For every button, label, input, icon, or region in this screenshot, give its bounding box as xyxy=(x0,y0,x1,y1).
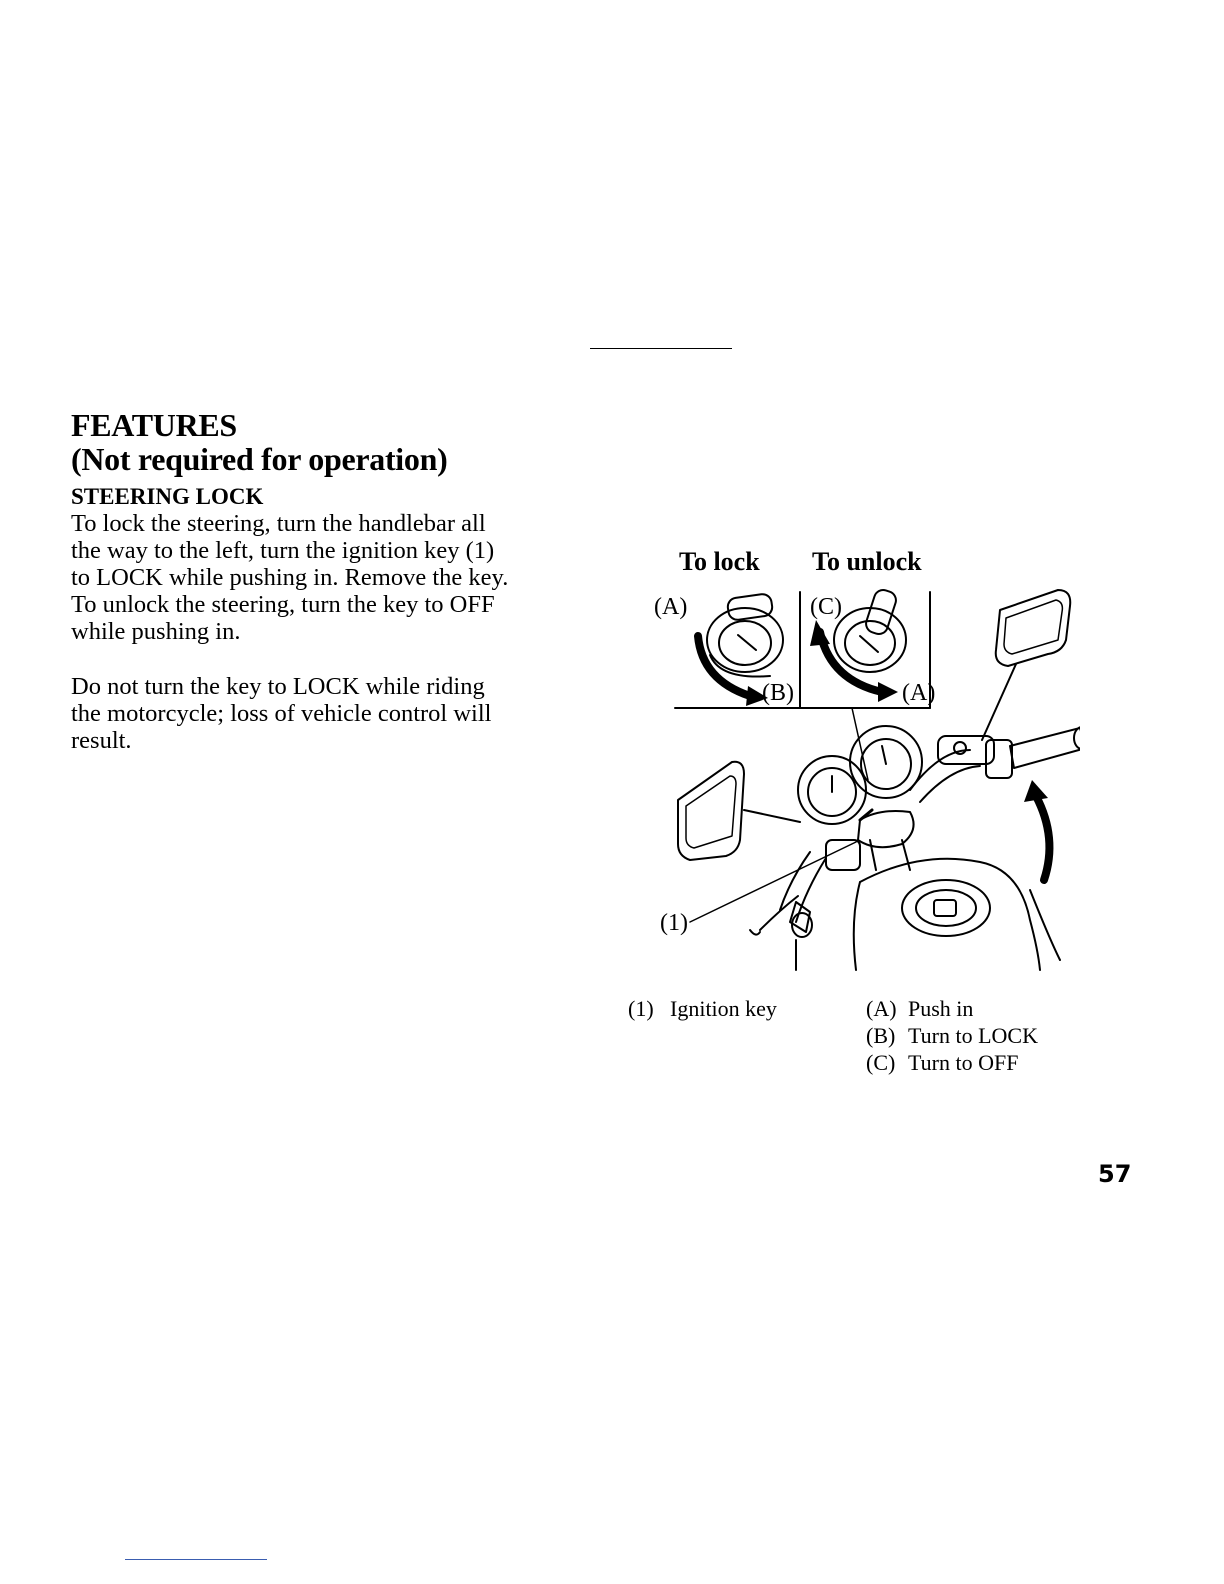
caption-number: (C) xyxy=(866,1050,896,1075)
label-1: (1) xyxy=(660,910,688,936)
features-heading: FEATURES xyxy=(71,407,237,443)
caption-text: Turn to LOCK xyxy=(908,1023,1038,1048)
to-unlock-title: To unlock xyxy=(812,547,922,576)
label-c: (C) xyxy=(810,594,842,620)
paragraph-line: result. xyxy=(71,727,132,754)
paragraph-line: the motorcycle; loss of vehicle control … xyxy=(71,700,492,727)
right-mirror-icon xyxy=(981,589,1072,741)
caption-turn-to-lock: (B) Turn to LOCK xyxy=(866,1023,1038,1049)
caption-text: Turn to OFF xyxy=(908,1050,1019,1075)
caption-ignition-key: (1) Ignition key xyxy=(628,996,777,1022)
caption-push-in: (A) Push in xyxy=(866,996,973,1022)
caption-turn-to-off: (C) Turn to OFF xyxy=(866,1050,1018,1076)
paragraph-line: To unlock the steering, turn the key to … xyxy=(71,591,495,618)
features-subheading: (Not required for operation) xyxy=(71,441,448,477)
top-rule xyxy=(590,348,732,349)
caption-number: (1) xyxy=(628,996,654,1021)
left-mirror-icon xyxy=(677,760,801,861)
steering-lock-illustration xyxy=(620,540,1080,980)
motorcycle-handlebar-drawing xyxy=(674,589,1080,971)
warning-paragraph: Do not turn the key to LOCK while riding… xyxy=(71,673,576,754)
fuel-tank-icon xyxy=(795,857,1061,971)
paragraph-line: Do not turn the key to LOCK while riding xyxy=(71,673,485,700)
lock-key-cylinder-icon xyxy=(706,593,784,678)
paragraph-line: the way to the left, turn the ignition k… xyxy=(71,537,495,564)
page-number: 57 xyxy=(1098,1160,1132,1188)
steering-lock-paragraph: To lock the steering, turn the handlebar… xyxy=(71,510,576,645)
label-a-right: (A) xyxy=(902,680,936,706)
speedometer-icon xyxy=(797,755,867,825)
ignition-key-leader xyxy=(689,841,857,923)
caption-number: (A) xyxy=(866,996,897,1021)
caption-text: Ignition key xyxy=(670,996,777,1021)
to-lock-title: To lock xyxy=(679,547,760,576)
left-handlebar-icon xyxy=(749,839,861,938)
bottom-rule xyxy=(125,1559,267,1560)
right-handlebar-icon xyxy=(909,726,1080,803)
unlock-arrow-icon xyxy=(816,628,886,696)
tachometer-icon xyxy=(849,725,923,799)
paragraph-line: To lock the steering, turn the handlebar… xyxy=(71,510,486,537)
caption-text: Push in xyxy=(908,996,974,1021)
steering-lock-heading: STEERING LOCK xyxy=(71,484,264,509)
label-b: (B) xyxy=(762,680,794,706)
paragraph-line: to LOCK while pushing in. Remove the key… xyxy=(71,564,509,591)
label-a-left: (A) xyxy=(654,594,688,620)
caption-number: (B) xyxy=(866,1023,896,1048)
paragraph-line: while pushing in. xyxy=(71,618,241,645)
handlebar-turn-arrow-icon xyxy=(1032,792,1054,884)
unlock-key-cylinder-icon xyxy=(833,589,907,673)
lock-arrow-icon xyxy=(694,632,754,700)
